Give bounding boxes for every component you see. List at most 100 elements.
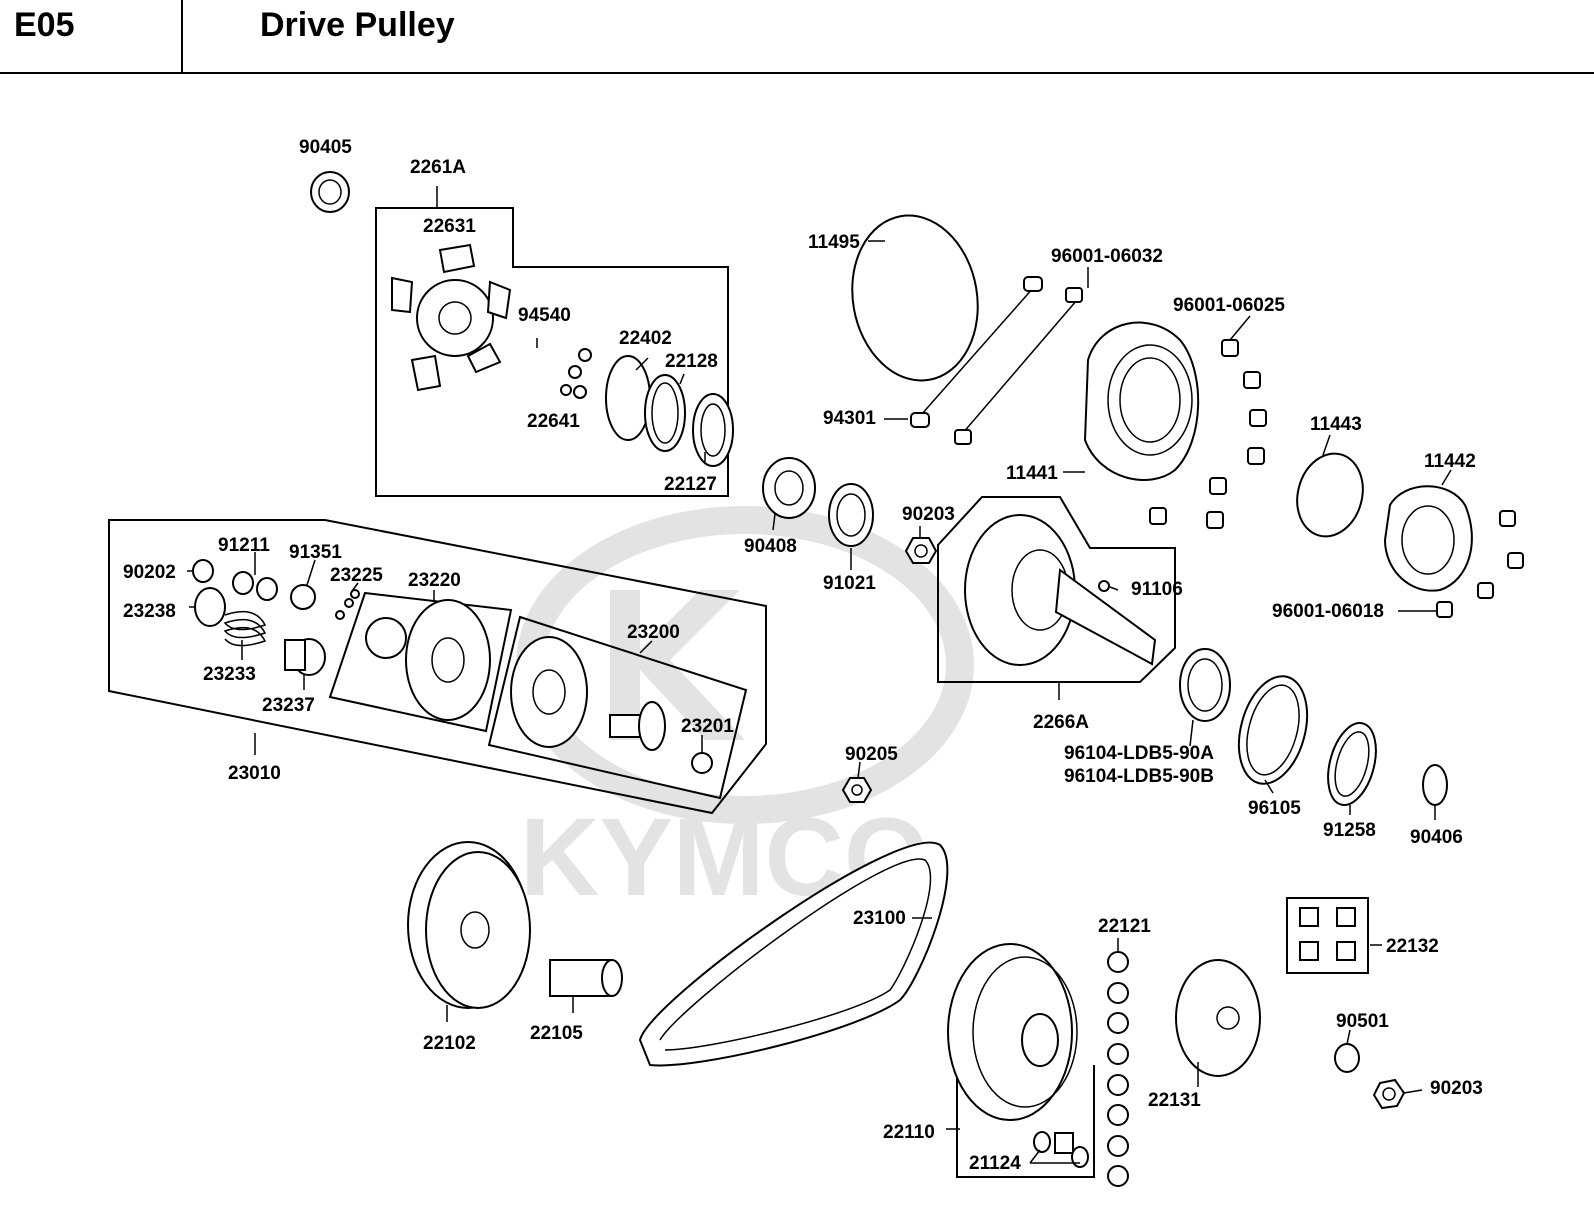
label-94301: 94301	[823, 408, 876, 429]
label-90406: 90406	[1410, 827, 1463, 848]
ring-90406	[1422, 764, 1448, 806]
bolt-96001-06018	[1436, 510, 1524, 618]
label-21124: 21124	[969, 1153, 1021, 1174]
belt-23100	[638, 841, 949, 1067]
seal-91258	[1327, 722, 1377, 806]
bolt-96001-06025	[1149, 339, 1267, 529]
dowel-94301	[910, 276, 1083, 445]
box-2261A	[375, 207, 729, 497]
clutch-shoe-assembly	[391, 243, 592, 399]
sheave-22102	[407, 841, 531, 1009]
label-91258: 91258	[1323, 820, 1376, 841]
label-22132: 22132	[1386, 936, 1439, 957]
oring-91351	[290, 584, 316, 610]
collar-90405	[310, 171, 350, 213]
label-22402: 22402	[619, 328, 672, 349]
gasket-11443	[1296, 452, 1364, 538]
plate-22402	[605, 355, 651, 441]
bearing-96104	[1179, 648, 1231, 722]
page-header: E05 Drive Pulley	[0, 0, 1594, 74]
label-22131: 22131	[1148, 1090, 1201, 1111]
nut-90203-top	[904, 537, 938, 564]
label-23233: 23233	[203, 664, 256, 685]
box-2266A	[937, 496, 1176, 683]
section-code: E05	[14, 6, 75, 44]
label-11442: 11442	[1424, 451, 1476, 472]
hub-2266A	[964, 514, 1157, 666]
cover-11441	[1083, 321, 1200, 481]
plate-22127	[692, 393, 734, 467]
label-23200: 23200	[627, 622, 680, 643]
box-23010	[108, 519, 767, 815]
label-22128: 22128	[665, 351, 718, 372]
bearing-91021	[828, 483, 874, 547]
box-22132	[1286, 897, 1369, 974]
rollers-22121	[1107, 951, 1129, 1187]
label-91021: 91021	[823, 573, 876, 594]
label-90203-bottom: 90203	[1430, 1078, 1483, 1099]
page-title: Drive Pulley	[260, 6, 455, 44]
label-22102: 22102	[423, 1033, 476, 1054]
bushing-23201	[691, 752, 713, 774]
label-22641: 22641	[527, 411, 580, 432]
spring-23233	[223, 610, 267, 647]
pins-23225	[335, 589, 360, 620]
label-22121: 22121	[1098, 916, 1151, 937]
label-96001-06032: 96001-06032	[1051, 246, 1163, 267]
nut-90203-bottom	[1372, 1078, 1406, 1110]
label-96104-LDB5-90B: 96104-LDB5-90B	[1064, 766, 1214, 787]
label-90405: 90405	[299, 137, 352, 158]
seal-90408	[762, 457, 816, 519]
washer-23238	[194, 587, 226, 627]
label-11495: 11495	[808, 232, 860, 253]
label-91351: 91351	[289, 542, 342, 563]
washer-90501	[1334, 1043, 1360, 1073]
label-23237: 23237	[262, 695, 315, 716]
label-96104-LDB5-90A: 96104-LDB5-90A	[1064, 743, 1214, 764]
label-96001-06018: 96001-06018	[1272, 601, 1384, 622]
label-11443: 11443	[1310, 414, 1362, 435]
clip-90202	[192, 559, 214, 583]
box-21124	[956, 1065, 1095, 1178]
label-22110: 22110	[883, 1122, 935, 1143]
label-90408: 90408	[744, 536, 797, 557]
label-2261A: 2261A	[410, 157, 466, 178]
sliders-22132	[1299, 907, 1356, 961]
label-23238: 23238	[123, 601, 176, 622]
sheave-23200	[510, 636, 666, 751]
ramp-plate-22131	[1175, 959, 1261, 1077]
label-23225: 23225	[330, 565, 383, 586]
label-94540: 94540	[518, 305, 571, 326]
label-23100: 23100	[853, 908, 906, 929]
label-91106: 91106	[1131, 579, 1183, 600]
gasket-11495	[851, 214, 979, 382]
label-96105: 96105	[1248, 798, 1301, 819]
sheave-23220	[365, 599, 491, 721]
part-labels: 90405 2261A 22631 94540 22402 22128 2264…	[123, 137, 1483, 1174]
label-22127: 22127	[664, 474, 717, 495]
bushing-21124	[1033, 1131, 1089, 1168]
label-90203-top: 90203	[902, 504, 955, 525]
box-23200	[487, 615, 748, 800]
label-91211: 91211	[218, 535, 270, 556]
leader-lines	[187, 186, 1452, 1164]
label-11441: 11441	[1006, 463, 1058, 484]
label-90205: 90205	[845, 744, 898, 765]
nut-90205	[841, 777, 873, 803]
pulley-22110	[947, 943, 1078, 1121]
label-23201: 23201	[681, 716, 734, 737]
collar-23237	[284, 638, 326, 676]
label-23010: 23010	[228, 763, 281, 784]
label-22631: 22631	[423, 216, 476, 237]
oring-91211	[232, 571, 278, 601]
label-96001-06025: 96001-06025	[1173, 295, 1285, 316]
sleeve-22105	[549, 959, 623, 997]
header-divider	[181, 0, 183, 72]
cover-11442	[1383, 485, 1473, 592]
label-23220: 23220	[408, 570, 461, 591]
ring-96105	[1237, 675, 1309, 785]
label-90501: 90501	[1336, 1011, 1389, 1032]
label-2266A: 2266A	[1033, 712, 1089, 733]
plate-22128	[644, 374, 686, 452]
